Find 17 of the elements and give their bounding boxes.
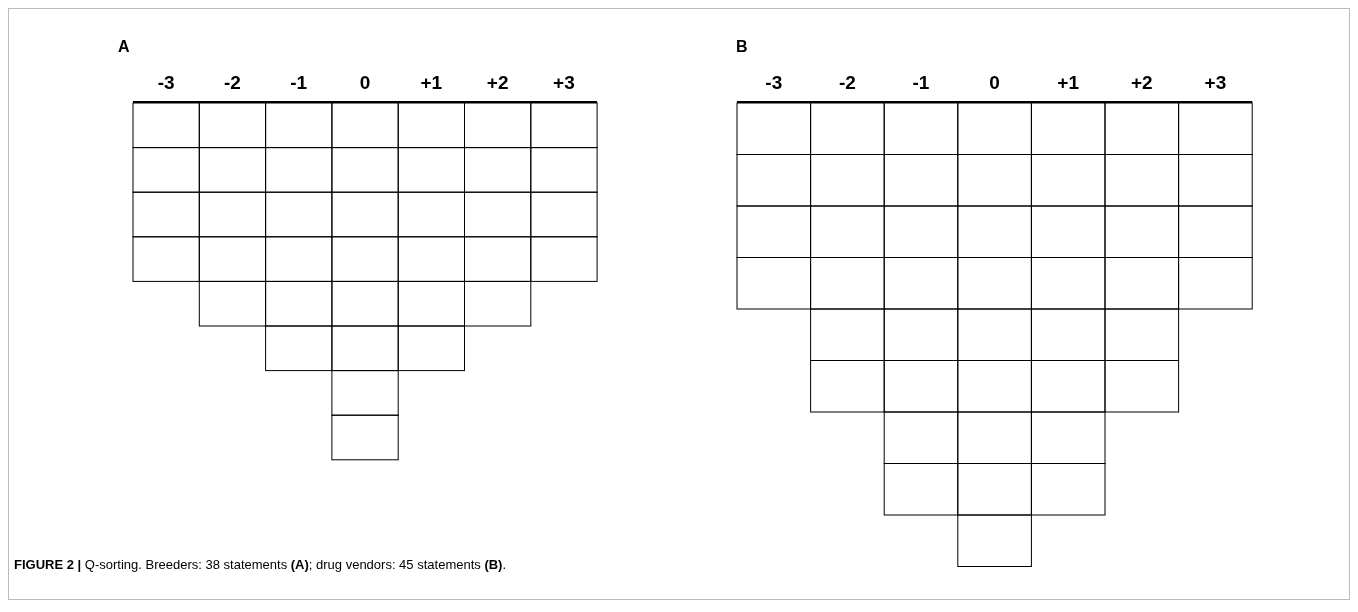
column-heading: +3 <box>1204 72 1227 94</box>
column-heading: +3 <box>553 72 575 94</box>
column-heading: -1 <box>912 72 930 94</box>
column-heading: -3 <box>765 72 783 94</box>
column-heading: -2 <box>224 72 241 94</box>
figure-caption: FIGURE 2 | Q-sorting. Breeders: 38 statements (A); drug vendors: 45 statements (B). <box>14 557 507 572</box>
column-heading: +2 <box>1130 72 1153 94</box>
column-heading: +1 <box>420 72 443 94</box>
column-heading: 0 <box>359 72 371 94</box>
column-heading: -3 <box>157 72 175 94</box>
column-heading: -2 <box>838 72 856 94</box>
column-heading: +1 <box>1057 72 1079 94</box>
column-heading: -1 <box>290 72 308 94</box>
panel-letter: B <box>736 38 748 56</box>
column-heading: +2 <box>486 72 509 94</box>
panel-letter: A <box>118 38 130 56</box>
column-heading: 0 <box>989 72 1000 94</box>
